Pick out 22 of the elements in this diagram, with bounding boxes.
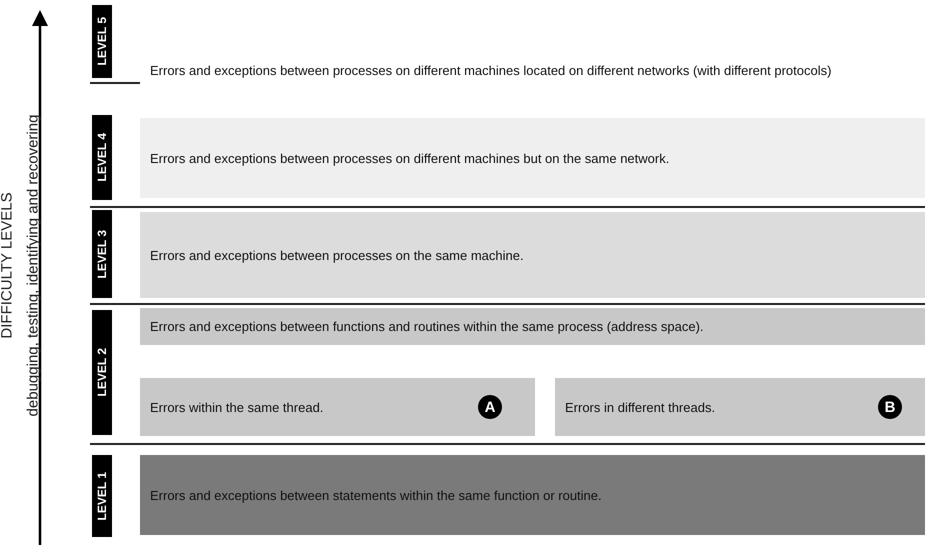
- level-label: LEVEL 1: [95, 472, 109, 520]
- level-tab: [92, 5, 112, 78]
- box-text: Errors in different threads.: [565, 400, 716, 414]
- letter-badge: A: [478, 395, 502, 419]
- level-box: Errors and exceptions between processes on different machines but on the same network.: [140, 118, 925, 198]
- level-box: Errors and exceptions between statements within the same function or routine.: [140, 455, 925, 535]
- level-tab: [92, 455, 112, 537]
- level-tab: [92, 115, 112, 200]
- level-box: Errors and exceptions between functions and routines within the same process (address space).: [140, 308, 925, 345]
- level-label: LEVEL 3: [95, 230, 109, 278]
- axis-title: DIFFICULTY LEVELS: [0, 192, 16, 338]
- axis-subtitle: debugging, testing, identifying and recovering: [24, 114, 41, 416]
- box-text: Errors within the same thread.: [150, 400, 324, 414]
- level-box: [555, 378, 925, 436]
- level-label: LEVEL 4: [95, 133, 109, 182]
- level-tab: [92, 310, 112, 435]
- level-box: Errors and exceptions between processes on the same machine.: [140, 212, 925, 298]
- level-tab: [92, 210, 112, 298]
- level-label: LEVEL 2: [95, 348, 109, 397]
- level-label: LEVEL 5: [95, 17, 109, 66]
- level-box: [140, 378, 535, 436]
- letter-badge: B: [878, 395, 902, 419]
